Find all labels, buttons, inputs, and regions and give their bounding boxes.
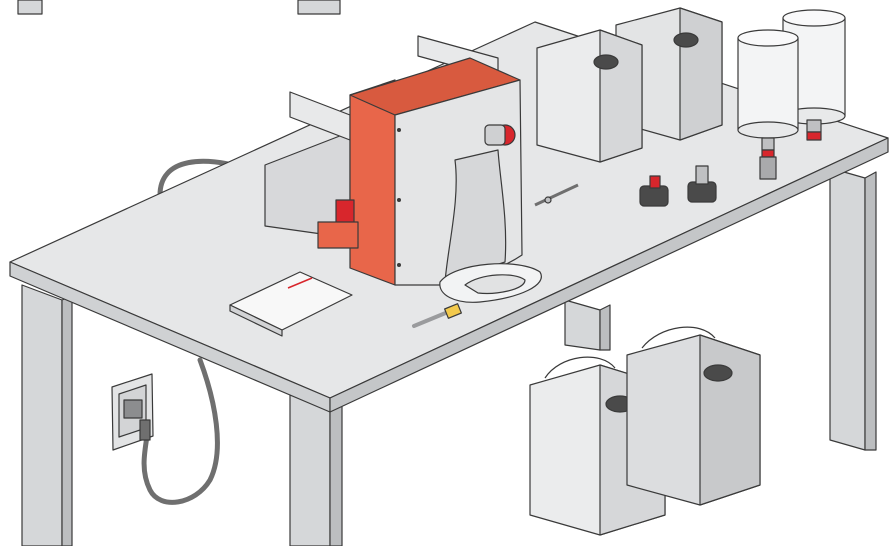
power-plug-icon xyxy=(123,399,143,419)
titrator-device xyxy=(317,57,542,303)
glass-reservoir-front xyxy=(737,29,799,180)
far-table-legs xyxy=(17,0,341,15)
table-canister-front xyxy=(536,29,643,163)
floor-canister-right xyxy=(626,326,761,506)
manual-booklet xyxy=(229,271,353,337)
power-outlet xyxy=(111,373,154,451)
canister-cap-icon xyxy=(593,54,619,70)
canister-cap-icon xyxy=(703,364,733,382)
canister-cap-icon xyxy=(673,32,699,48)
fitting-adapters xyxy=(534,165,717,207)
table-legs xyxy=(21,167,877,546)
tool-pin xyxy=(412,303,462,328)
